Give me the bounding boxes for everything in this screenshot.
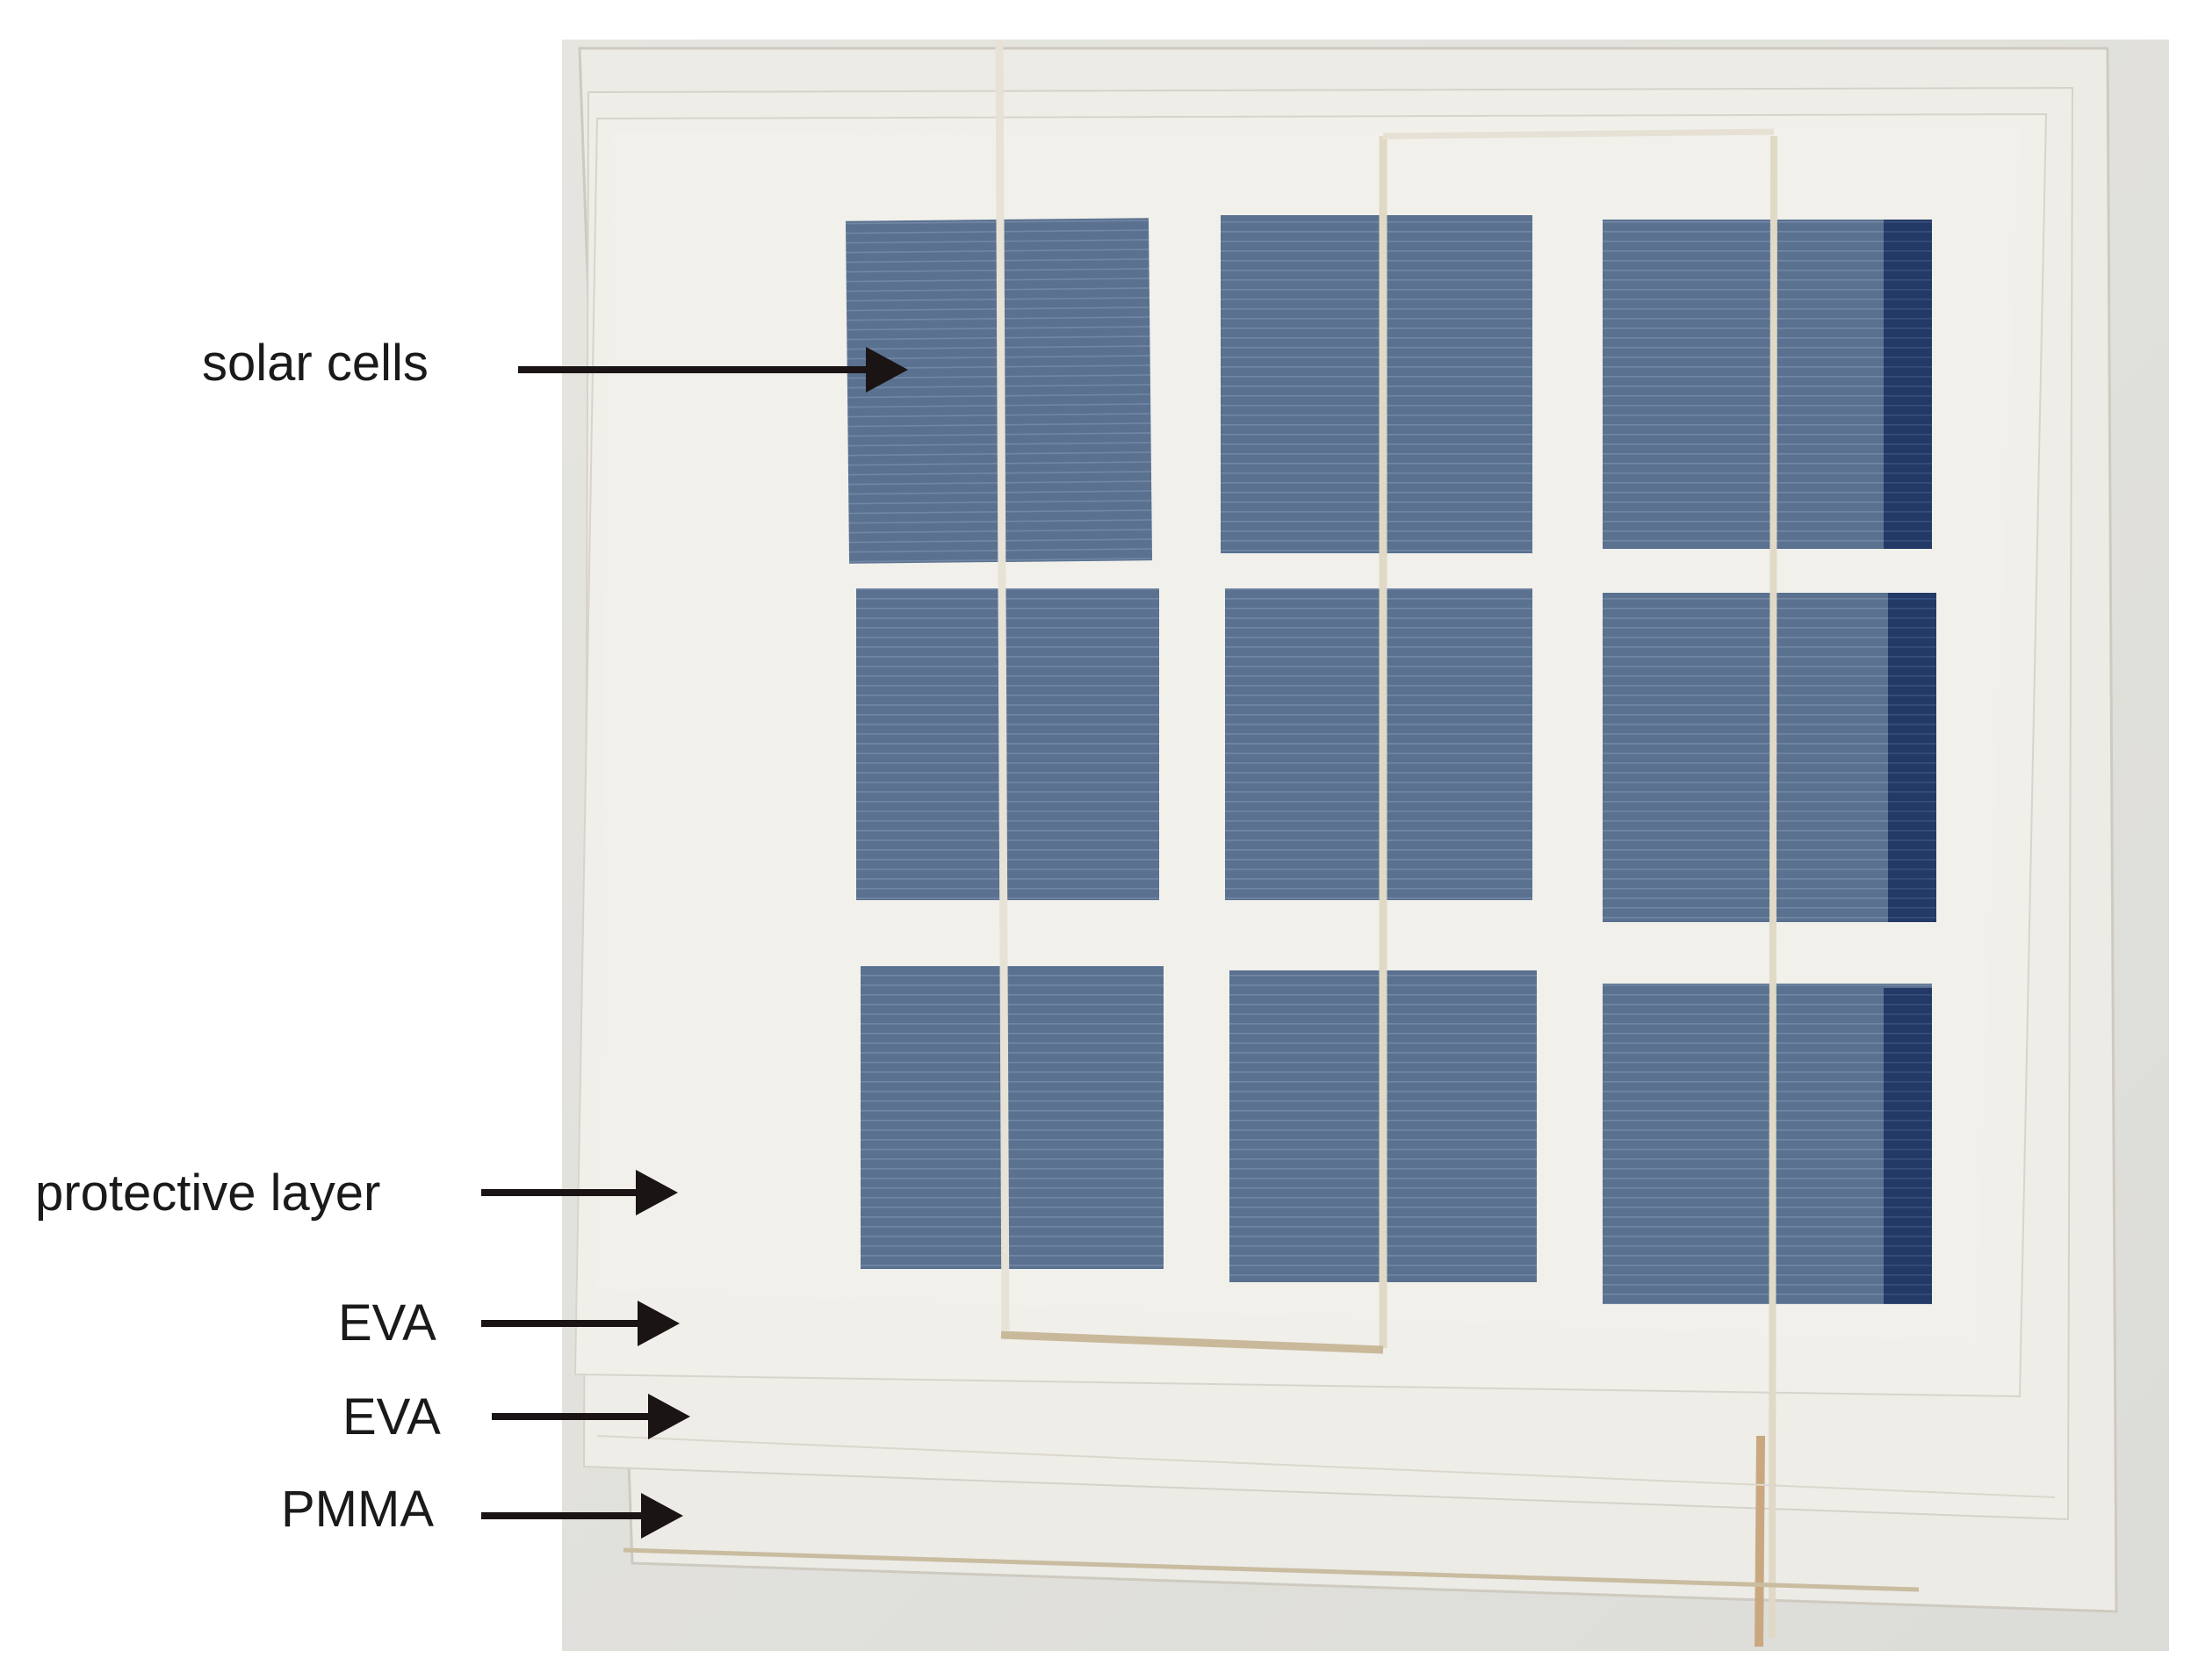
solar-cell [1225, 588, 1532, 900]
label-solar-cells: solar cells [202, 335, 429, 392]
solar-cell-dark-edge [1888, 593, 1936, 922]
label-protective-layer: protective layer [35, 1164, 381, 1222]
solar-cell [856, 588, 1159, 900]
solar-cell [861, 966, 1164, 1269]
solar-cell [1603, 220, 1932, 549]
lead-wire [1755, 1435, 1765, 1648]
solar-cell [1603, 593, 1936, 922]
arrow-eva-2 [492, 1394, 690, 1439]
eva-edge [596, 1435, 2056, 1498]
arrow-eva-1 [481, 1301, 680, 1346]
ribbon [1769, 135, 1777, 1639]
arrow-protective-layer [481, 1170, 678, 1215]
solar-module-photo [562, 40, 2169, 1651]
label-pmma: PMMA [281, 1481, 434, 1538]
pmma-bottom-edge [623, 1547, 1920, 1592]
ribbon [1000, 1330, 1384, 1354]
arrow-pmma [481, 1493, 683, 1539]
label-eva-2: EVA [342, 1388, 441, 1446]
arrow-solar-cells [518, 347, 908, 393]
solar-cell-dark-edge [1884, 988, 1932, 1304]
solar-cell-dark-edge [1884, 220, 1932, 549]
solar-cell [1221, 215, 1532, 553]
solar-cell [1603, 984, 1932, 1304]
label-eva-1: EVA [338, 1294, 436, 1352]
ribbon [995, 40, 1010, 1331]
ribbon [1382, 128, 1775, 140]
